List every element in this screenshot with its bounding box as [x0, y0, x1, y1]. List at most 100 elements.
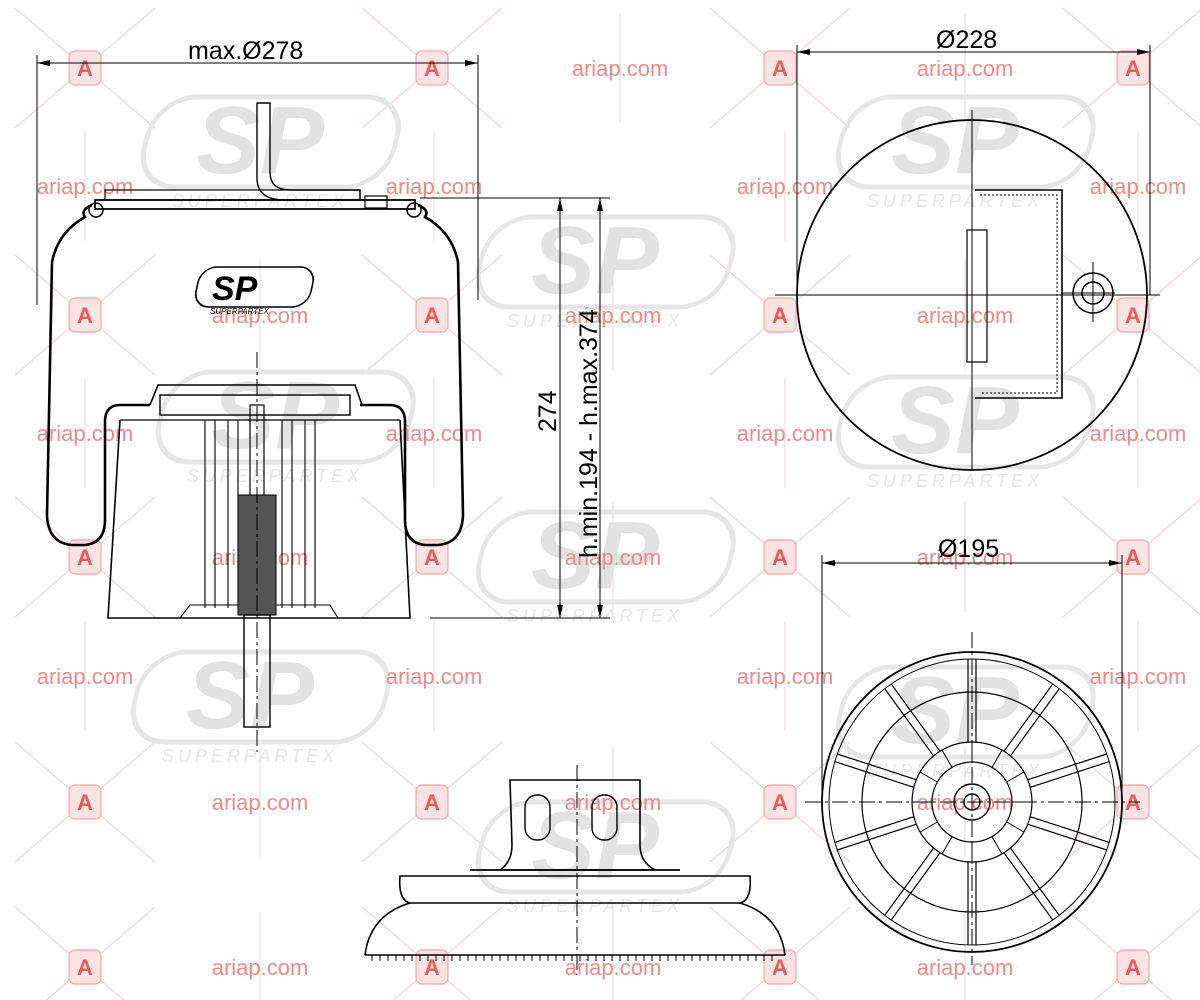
watermark-logo-subtitle: SUPERPARTEX: [172, 191, 348, 211]
watermark-logo-outline: [835, 374, 1096, 470]
watermark-badge-letter: A: [424, 303, 440, 328]
watermark-logo-outline: [130, 649, 391, 745]
watermark-site-text: ariap.com: [565, 790, 662, 815]
watermark-badge: [68, 784, 102, 820]
watermark-badge-letter: A: [77, 545, 93, 570]
watermark-logo-outline: [140, 94, 401, 190]
bottom-view-spoke: [834, 761, 914, 788]
watermark-badge: [763, 50, 797, 86]
watermark-logo-mark: SP: [891, 657, 1020, 764]
watermark-logo-mark: SP: [196, 87, 325, 194]
side-view: [36, 55, 610, 752]
watermark-badge-letter: A: [1125, 56, 1141, 81]
product-logo-subtitle: SUPERPARTEX: [210, 307, 269, 316]
watermark-badge-letter: A: [772, 790, 788, 815]
watermark-logo-subtitle: SUPERPARTEX: [867, 471, 1043, 491]
watermark-logo-subtitle: SUPERPARTEX: [867, 191, 1043, 211]
watermark-site-text: ariap.com: [917, 303, 1014, 328]
bottom-view-spoke: [890, 852, 941, 921]
watermark-badge: [415, 297, 449, 333]
watermark-logo-mark: SP: [531, 502, 660, 609]
watermark-badge: [1116, 50, 1150, 86]
watermark-logo-subtitle: SUPERPARTEX: [507, 896, 683, 916]
watermark-badge-letter: A: [77, 790, 93, 815]
bottom-view-inner-rib: [919, 771, 938, 783]
watermark-logo-subtitle: SUPERPARTEX: [507, 606, 683, 626]
bottom-view-spoke: [1030, 761, 1110, 788]
top-diameter-label: Ø228: [936, 26, 997, 54]
watermark-badge-letter: A: [772, 303, 788, 328]
watermark-site-text: ariap.com: [917, 955, 1014, 980]
watermark-badge-letter: A: [1125, 955, 1141, 980]
watermark-site-text: ariap.com: [917, 56, 1014, 81]
watermark-badge-letter: A: [772, 955, 788, 980]
watermark-badge-letter: A: [1125, 303, 1141, 328]
watermark-badge: [68, 297, 102, 333]
bottom-view-spoke: [837, 823, 917, 851]
watermark-badge: [415, 949, 449, 985]
watermark-logo-mark: SP: [531, 792, 660, 899]
watermark-badge-letter: A: [77, 56, 93, 81]
bottom-view-spoke: [890, 683, 941, 752]
bottom-view-inner-rib: [991, 836, 1003, 855]
watermark-badge: [68, 539, 102, 575]
height-range-label: h.min.194 - h.max.374: [575, 309, 603, 558]
watermark-badge: [763, 784, 797, 820]
watermark-site-text: ariap.com: [386, 664, 483, 689]
bottom-view-spoke: [1027, 753, 1107, 781]
watermark-site-text: ariap.com: [565, 955, 662, 980]
base-teeth: [371, 955, 773, 961]
bottom-view: [805, 555, 1140, 965]
product-logo: SP SUPERPARTEX: [194, 266, 315, 316]
watermark-site-text: ariap.com: [212, 790, 309, 815]
watermark-logo-subtitle: SUPERPARTEX: [507, 311, 683, 331]
bottom-view-inner-rib: [941, 836, 953, 855]
watermark-site-text: ariap.com: [737, 664, 834, 689]
bottom-view-spoke: [834, 816, 914, 843]
watermark-badge-letter: A: [424, 56, 440, 81]
base-front-view: [364, 765, 786, 975]
watermark-logo-outline: [475, 509, 736, 605]
bottom-view-inner-rib: [941, 749, 953, 768]
bottom-view-spoke: [837, 753, 917, 781]
watermark-site-text: ariap.com: [1090, 421, 1187, 446]
watermark-badge-letter: A: [772, 545, 788, 570]
bottom-view-spokes: [834, 659, 1110, 945]
watermark-site-text: ariap.com: [37, 664, 134, 689]
watermark-badge: [415, 784, 449, 820]
watermark-logo-mark: SP: [531, 207, 660, 314]
watermark-badge-letter: A: [424, 955, 440, 980]
bottom-view-spoke: [1030, 816, 1110, 843]
watermark-badge: [415, 539, 449, 575]
top-view: [775, 45, 1160, 471]
watermark-logo-subtitle: SUPERPARTEX: [162, 746, 338, 766]
watermark-logo-outline: [155, 369, 416, 465]
watermark-site-text: ariap.com: [572, 56, 669, 81]
bottom-view-spoke: [1003, 683, 1054, 752]
watermark-site-text: ariap.com: [386, 174, 483, 199]
bottom-view-spoke: [1010, 688, 1060, 757]
bottom-view-inner-rib: [919, 821, 938, 833]
bottom-view-spoke: [1003, 852, 1054, 921]
bottom-view-inner-rib: [991, 749, 1003, 768]
watermark-logo-mark: SP: [891, 367, 1020, 474]
watermark-site-text: ariap.com: [212, 955, 309, 980]
watermark-logo-outline: [475, 214, 736, 310]
watermark-badge-letter: A: [77, 303, 93, 328]
watermark-site-text: ariap.com: [565, 303, 662, 328]
watermark-logo-mark: SP: [186, 642, 315, 749]
watermark-site-text: ariap.com: [917, 545, 1014, 570]
watermark-logo-outline: [475, 799, 736, 895]
watermark-site-text: ariap.com: [37, 174, 134, 199]
watermark-logo-mark: SP: [891, 87, 1020, 194]
bottom-view-inner-rib: [1006, 771, 1025, 783]
